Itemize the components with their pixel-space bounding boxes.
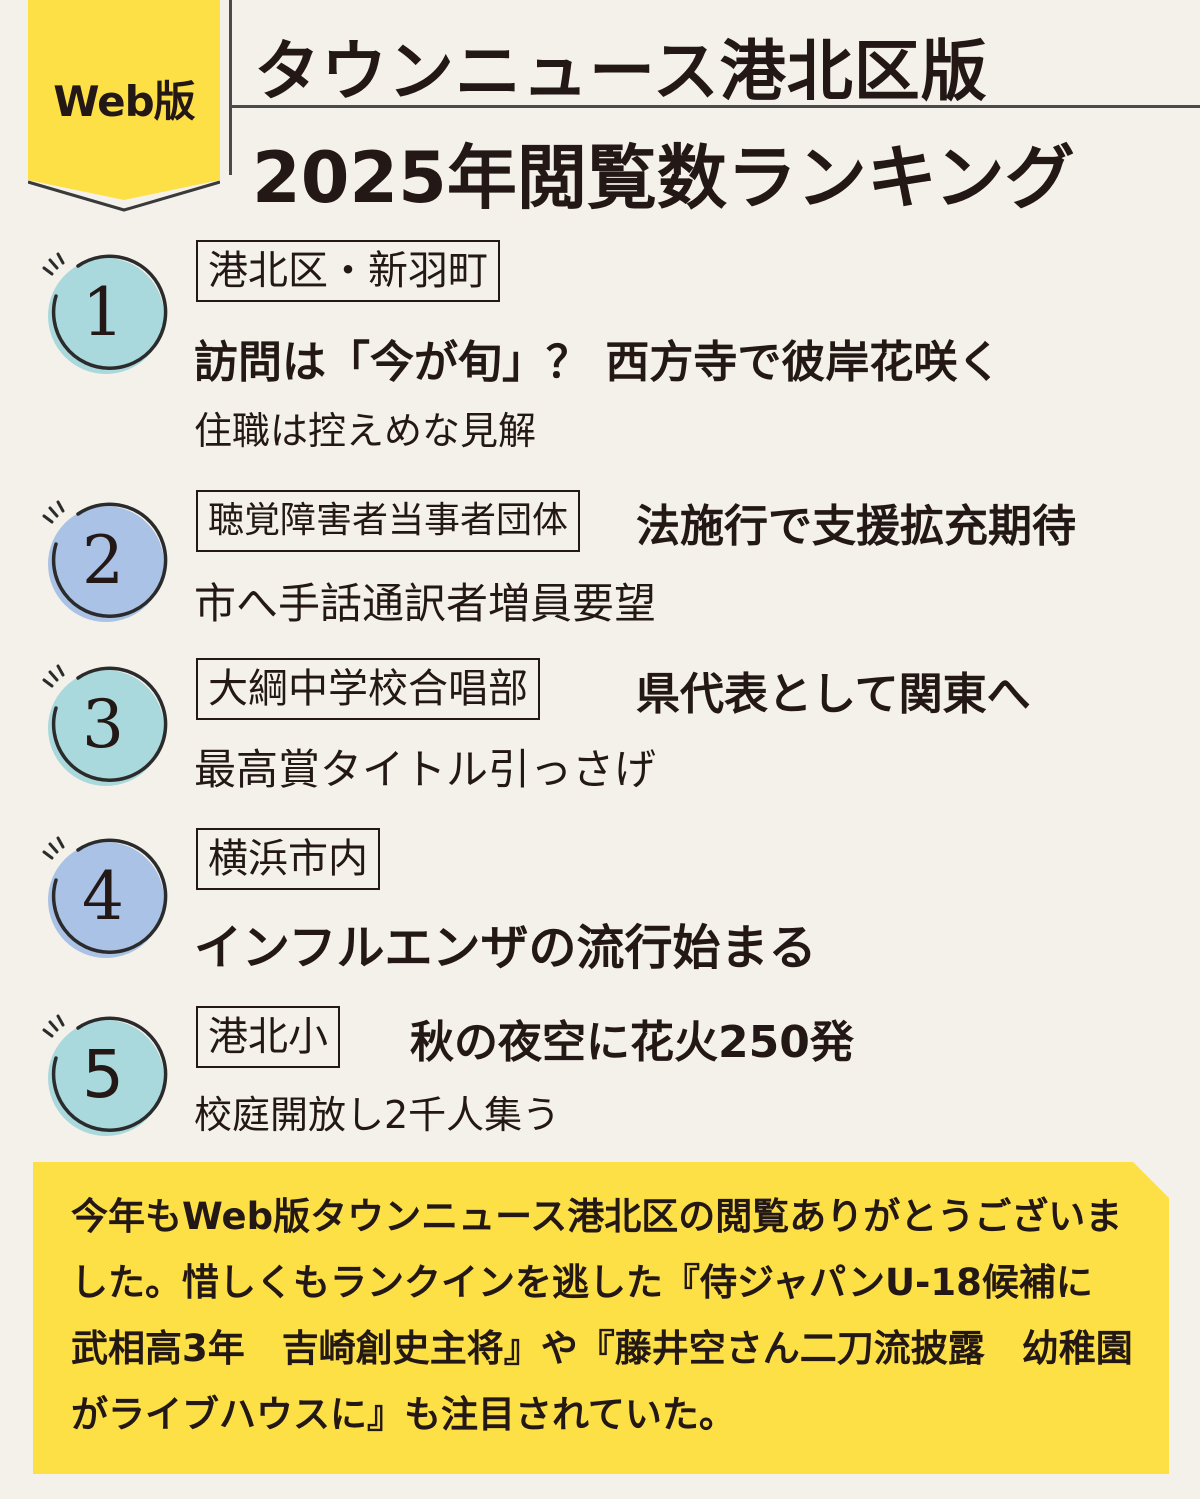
subheadline: 住職は控えめな見解	[194, 409, 537, 453]
rank-badge: 4	[38, 832, 168, 962]
rank-circle-icon	[42, 500, 168, 622]
page-title-line1: タウンニュース港北区版	[254, 33, 988, 110]
headline[interactable]: 訪問は「今が旬」？ 西方寺で彼岸花咲く	[194, 337, 1002, 388]
badge-label: Web版	[53, 77, 195, 126]
page-title-line2: 2025年閲覧数ランキング	[252, 137, 1075, 219]
rank-circle-icon	[42, 664, 168, 786]
location-tag: 港北区・新羽町	[196, 240, 500, 302]
subheadline: 最高賞タイトル引っさげ	[194, 745, 657, 794]
rank-number: 5	[82, 1036, 124, 1113]
rank-badge: 2	[38, 496, 168, 626]
note-text: 今年もWeb版タウンニュース港北区の閲覧ありがとうございました。惜しくもランクイ…	[71, 1195, 1133, 1436]
rank-circle-icon	[42, 1014, 168, 1136]
rank-badge: 3	[38, 660, 168, 790]
web-edition-badge: Web版	[28, 0, 220, 212]
rank-circle-icon	[42, 252, 168, 374]
note-box: 今年もWeb版タウンニュース港北区の閲覧ありがとうございました。惜しくもランクイ…	[33, 1162, 1169, 1474]
rank-number: 1	[82, 274, 124, 351]
location-tag: 聴覚障害者当事者団体	[196, 490, 581, 552]
rank-badge: 5	[38, 1010, 168, 1140]
headline[interactable]: 県代表として関東へ	[636, 669, 1031, 720]
header-divider-horizontal	[229, 105, 1200, 108]
rank-number: 3	[82, 686, 124, 763]
subheadline: 市へ手話通訳者増員要望	[194, 579, 657, 628]
rank-number: 2	[82, 522, 124, 599]
headline[interactable]: 秋の夜空に花火250発	[410, 1017, 854, 1068]
headline[interactable]: インフルエンザの流行始まる	[194, 920, 817, 976]
location-tag: 港北小	[196, 1006, 340, 1068]
location-tag: 横浜市内	[196, 828, 380, 890]
rank-number: 4	[82, 858, 124, 935]
rank-badge: 1	[38, 248, 168, 378]
rank-circle-icon	[42, 836, 168, 958]
subheadline: 校庭開放し2千人集う	[194, 1093, 561, 1137]
headline[interactable]: 法施行で支援拡充期待	[636, 501, 1076, 552]
header-divider-vertical	[229, 0, 232, 175]
location-tag: 大綱中学校合唱部	[196, 658, 540, 720]
